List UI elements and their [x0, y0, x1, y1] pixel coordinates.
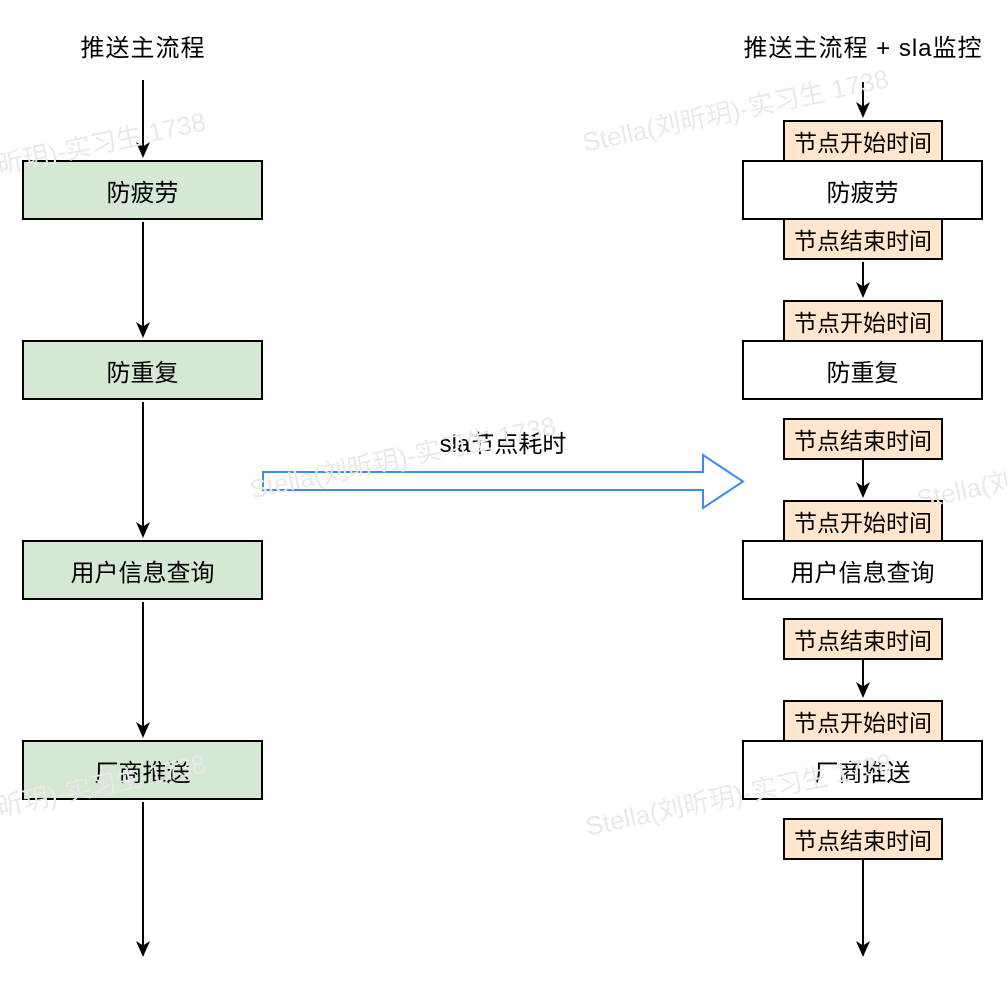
sla-start-time-label: 节点开始时间	[783, 500, 943, 542]
sla-start-time-label: 节点开始时间	[783, 300, 943, 342]
left-node-anti-fatigue: 防疲劳	[22, 160, 263, 220]
sla-end-time-label: 节点结束时间	[783, 818, 943, 860]
sla-end-time-label: 节点结束时间	[783, 218, 943, 260]
left-flow-arrows	[136, 80, 150, 957]
left-node-vendor-push: 厂商推送	[22, 740, 263, 800]
right-node-anti-duplicate: 防重复	[742, 340, 983, 400]
left-flow-title: 推送主流程	[80, 35, 206, 62]
sla-end-time-label: 节点结束时间	[783, 618, 943, 660]
sla-block-arrow	[262, 453, 745, 510]
left-node-user-info-query: 用户信息查询	[22, 540, 263, 600]
left-node-anti-duplicate: 防重复	[22, 340, 263, 400]
sla-start-time-label: 节点开始时间	[783, 120, 943, 162]
sla-start-time-label: 节点开始时间	[783, 700, 943, 742]
right-node-user-info-query: 用户信息查询	[742, 540, 983, 600]
right-node-vendor-push: 厂商推送	[742, 740, 983, 800]
sla-end-time-label: 节点结束时间	[783, 418, 943, 460]
sla-connector-label: sla节点耗时	[439, 431, 567, 458]
right-flow-title: 推送主流程 + sla监控	[743, 35, 983, 62]
right-node-anti-fatigue: 防疲劳	[742, 160, 983, 220]
